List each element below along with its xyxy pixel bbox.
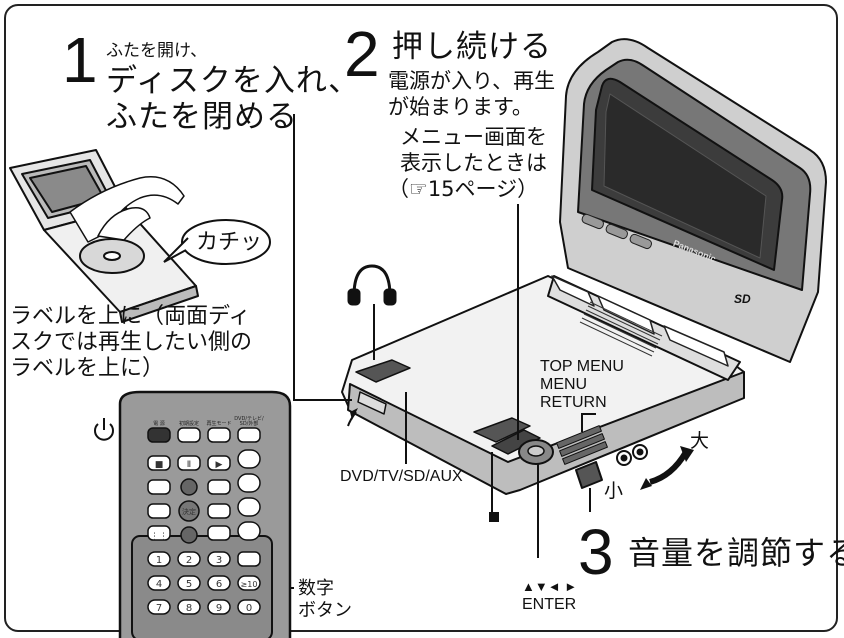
label-note-line1: ラベルを上に（両面ディ bbox=[10, 304, 251, 329]
svg-text:決定: 決定 bbox=[182, 507, 196, 516]
volume-arrow bbox=[649, 450, 689, 485]
label-note-line2: スクでは再生したい側の bbox=[10, 330, 253, 355]
svg-text:電 源: 電 源 bbox=[153, 420, 165, 427]
label-note-line3: ラベルを上に） bbox=[10, 356, 165, 381]
svg-text:2: 2 bbox=[186, 555, 192, 566]
leader-lines bbox=[120, 114, 596, 600]
step1-line1: ふたを開け、 bbox=[106, 41, 208, 61]
svg-text:≥10: ≥10 bbox=[241, 580, 258, 589]
click-sound-label: カチッ bbox=[196, 230, 263, 255]
svg-text:8: 8 bbox=[186, 603, 192, 614]
svg-text:7: 7 bbox=[156, 603, 162, 614]
svg-text:9: 9 bbox=[216, 603, 222, 614]
svg-text:SD/外部: SD/外部 bbox=[240, 420, 259, 427]
svg-text:DVD/テレビ/: DVD/テレビ/ bbox=[234, 415, 264, 422]
remote-control: ■ Ⅱ ▶ ⋮⋮ 決定 1 2 3 4 5 6 ≥10 7 8 9 0 電 源 初期設定再生モードDVD… bbox=[118, 390, 292, 638]
svg-text:3: 3 bbox=[216, 555, 222, 566]
svg-text:初期設定: 初期設定 bbox=[179, 420, 199, 427]
volume-small-label: 小 bbox=[604, 480, 624, 502]
step2-page-ref: （☞15ページ） bbox=[388, 177, 539, 201]
stop-square-icon bbox=[489, 512, 499, 522]
svg-text:■: ■ bbox=[155, 460, 164, 470]
step2-number: 2 bbox=[344, 18, 380, 90]
step1-number: 1 bbox=[62, 24, 98, 96]
svg-text:▶: ▶ bbox=[216, 460, 223, 470]
small-player bbox=[9, 149, 199, 323]
svg-text:6: 6 bbox=[216, 579, 222, 590]
headphones-icon bbox=[347, 264, 397, 306]
step1-line3: ふたを閉める bbox=[106, 99, 298, 135]
click-bubble bbox=[163, 219, 271, 265]
player-lid bbox=[559, 38, 827, 363]
dvd-tv-sd-aux-label: DVD/TV/SD/AUX bbox=[340, 468, 463, 485]
step2-line2: が始まります。 bbox=[388, 95, 533, 119]
sd-logo: SD bbox=[734, 292, 751, 306]
step3-title: 音量を調節する bbox=[628, 534, 844, 572]
svg-text:1: 1 bbox=[156, 555, 162, 566]
power-icon bbox=[94, 418, 114, 441]
return-label: RETURN bbox=[540, 394, 607, 411]
svg-text:0: 0 bbox=[246, 603, 252, 614]
step2-title: 押し続ける bbox=[392, 29, 552, 65]
enter-label: ENTER bbox=[522, 596, 577, 613]
svg-text:⋮⋮: ⋮⋮ bbox=[150, 532, 168, 542]
numeric-label-line2: ボタン bbox=[298, 600, 352, 621]
step3-number: 3 bbox=[578, 516, 614, 588]
step2-line1: 電源が入り、再生 bbox=[388, 69, 556, 93]
page-frame bbox=[4, 4, 838, 632]
player-body bbox=[341, 275, 745, 495]
top-menu-label: TOP MENU bbox=[540, 358, 624, 375]
step1-line2: ディスクを入れ、 bbox=[106, 63, 361, 99]
step2-line3: メニュー画面を bbox=[400, 125, 547, 149]
step2-line4: 表示したときは bbox=[400, 151, 547, 175]
svg-text:再生モード: 再生モード bbox=[206, 420, 231, 427]
volume-large-label: 大 bbox=[690, 430, 710, 452]
menu-label: MENU bbox=[540, 376, 588, 393]
numeric-label-line1: 数字 bbox=[298, 578, 334, 599]
enter-arrows: ▲▼◄ ► bbox=[522, 579, 578, 594]
svg-text:5: 5 bbox=[186, 579, 192, 590]
svg-text:Ⅱ: Ⅱ bbox=[187, 460, 191, 470]
svg-text:4: 4 bbox=[156, 579, 162, 590]
